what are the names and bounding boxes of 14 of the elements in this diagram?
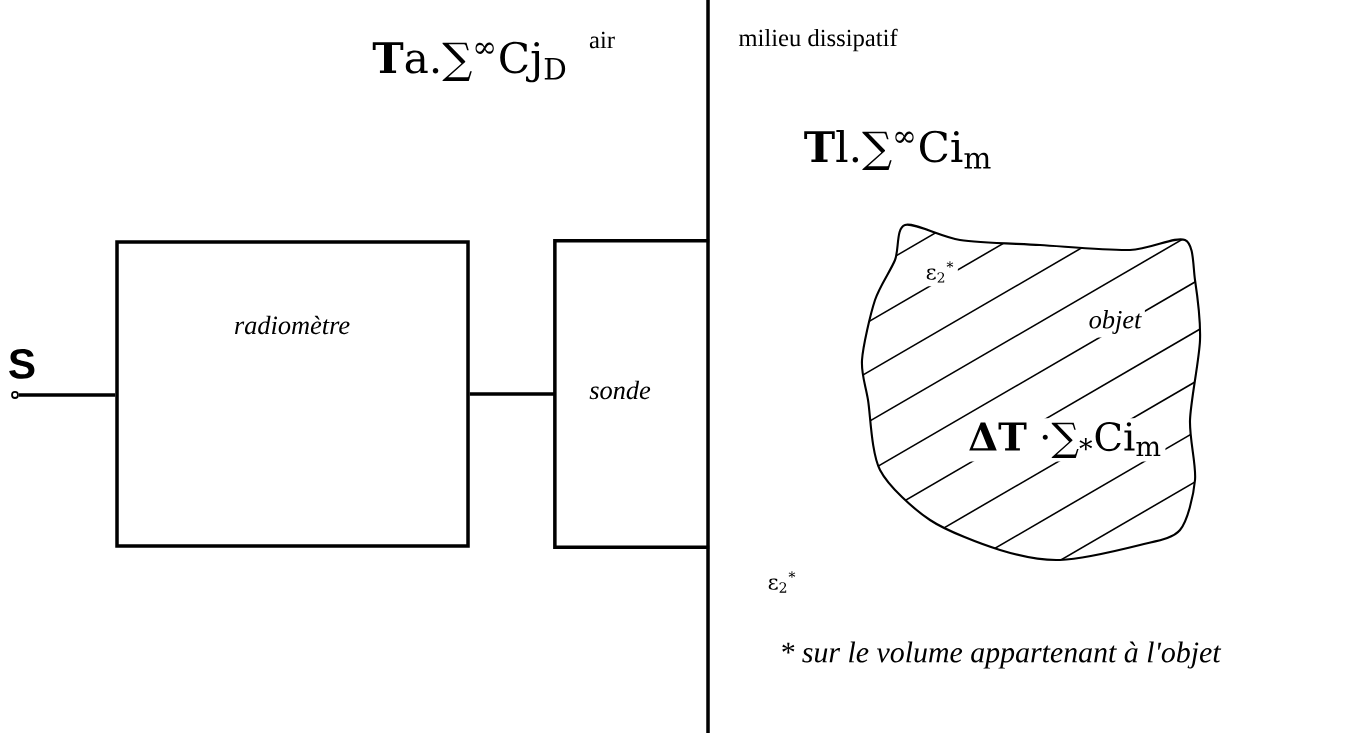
terminal-label: S <box>9 349 35 379</box>
permittivity-label: ε$_{2}$* <box>922 257 958 287</box>
connector-line <box>18 393 116 397</box>
formula-label: Tl.∑$^{∞}$Ci$_{m}$ <box>804 129 991 171</box>
region-label: milieu dissipatif <box>738 28 898 52</box>
region-label: air <box>589 31 615 49</box>
probe-box: sonde <box>553 239 710 549</box>
permittivity-label: ε$_{2}$* <box>768 571 796 593</box>
object-label: objet <box>1085 306 1145 338</box>
formula-label: ΔT ·∑$_{*}$Ci$_{m}$ <box>964 418 1166 462</box>
footnote-text: * sur le volume appartenant à l'objet <box>782 641 1222 669</box>
radiometer-box: radiomètre <box>115 240 470 548</box>
formula-label: Ta.∑$^{∞}$Cj$_{D}$ <box>372 41 566 83</box>
connector-line <box>469 392 555 396</box>
